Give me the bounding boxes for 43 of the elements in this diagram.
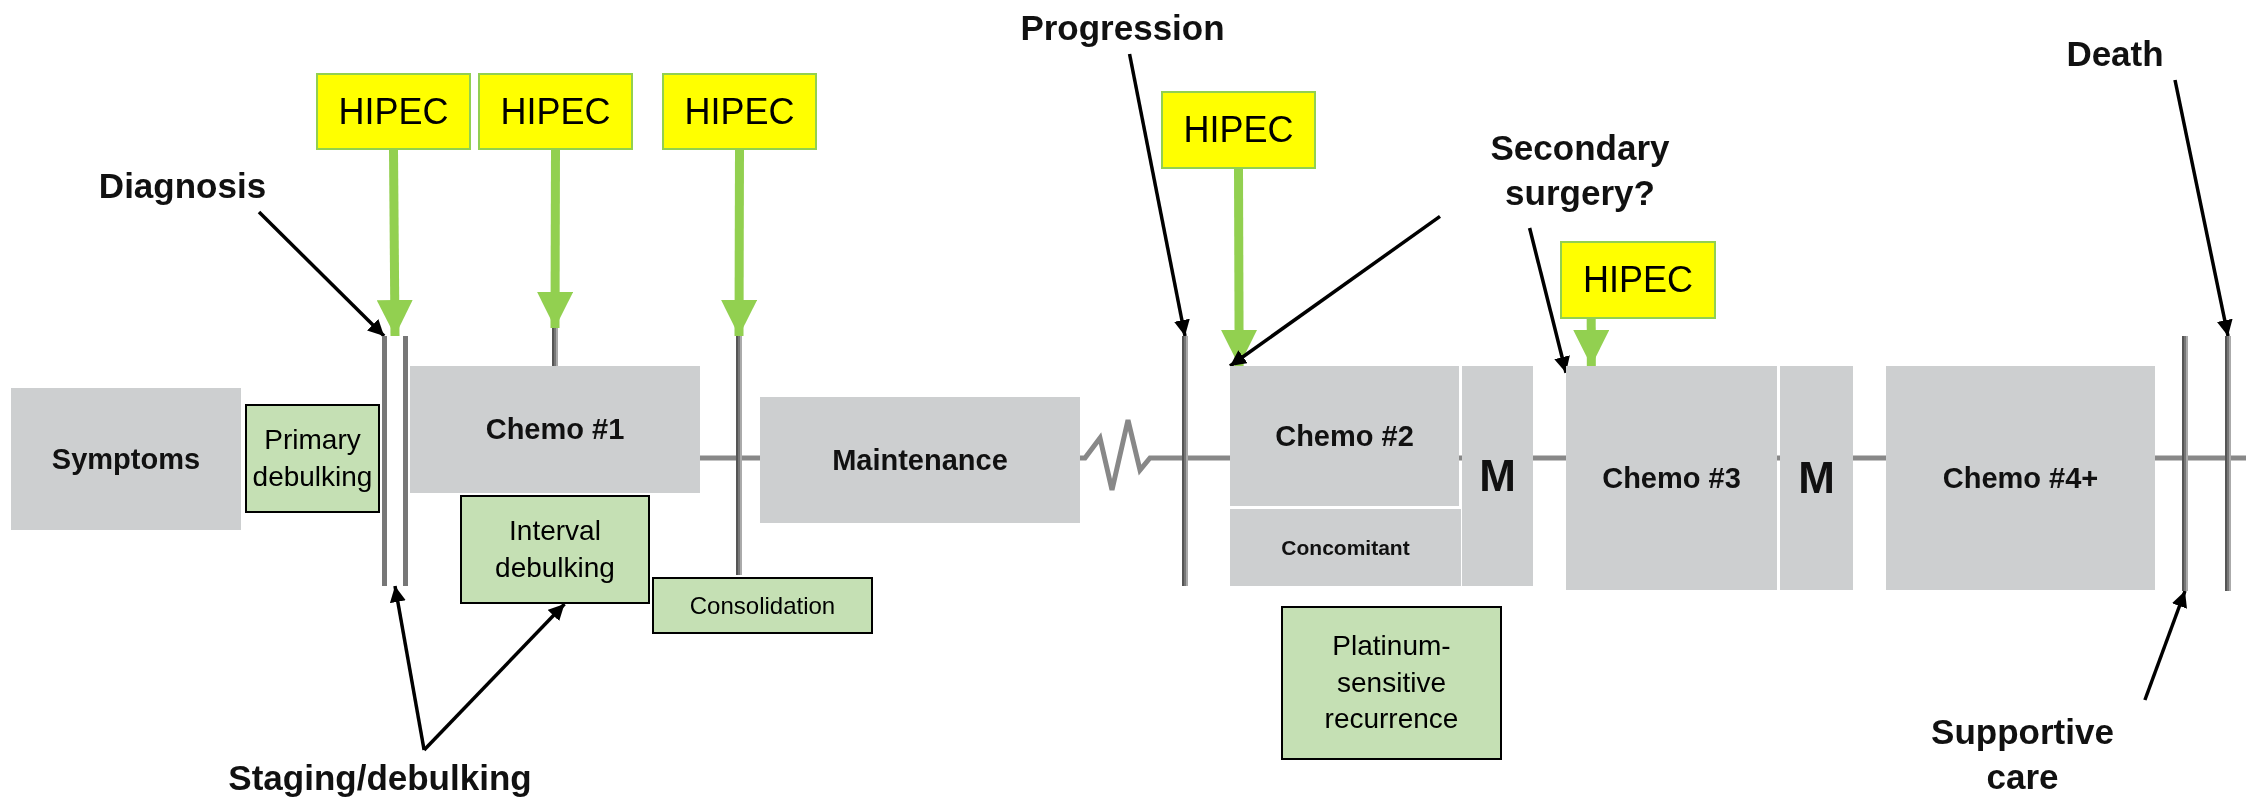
phase-box: Symptoms (11, 388, 241, 530)
procedure-box: HIPEC (1161, 91, 1316, 169)
milestone-label: Staging/debulking (170, 750, 590, 806)
arrow (1221, 169, 1258, 366)
phase-box: Maintenance (760, 397, 1080, 523)
phase-box: Chemo #2 (1230, 366, 1459, 506)
phase-box: M (1462, 366, 1533, 586)
arrow (1229, 214, 1441, 368)
arrow (257, 210, 386, 338)
timeline-bar (2225, 336, 2231, 591)
milestone-label: Progression (1005, 2, 1240, 54)
procedure-box: HIPEC (316, 73, 471, 150)
phase-box: Chemo #1 (410, 366, 700, 493)
milestone-label: Supportive care (1895, 700, 2150, 808)
milestone-label: Diagnosis (70, 160, 295, 212)
phase-box: Chemo #3 (1566, 366, 1777, 590)
arrow (2173, 79, 2233, 337)
timeline-bar (736, 336, 742, 575)
procedure-box: HIPEC (662, 73, 817, 150)
phase-box: Chemo #4+ (1886, 366, 2155, 590)
phase-box: M (1780, 366, 1853, 590)
arrow (376, 149, 413, 337)
timeline-bar (2182, 336, 2188, 591)
phase-box: Concomitant (1230, 509, 1461, 586)
arrow (2143, 590, 2187, 701)
milestone-label: Death (2040, 28, 2190, 80)
procedure-box: HIPEC (478, 73, 633, 150)
arrow (721, 150, 758, 336)
procedure-box: Primary debulking (245, 404, 380, 513)
timeline-tick (552, 328, 558, 366)
procedure-box: Interval debulking (460, 495, 650, 604)
procedure-box: HIPEC (1560, 241, 1716, 319)
arrow (422, 602, 566, 752)
timeline-bar (1182, 336, 1188, 586)
arrow (1127, 53, 1190, 337)
timeline-bar (382, 336, 408, 586)
arrow (1573, 319, 1610, 366)
arrow (389, 585, 426, 751)
procedure-box: Consolidation (652, 577, 873, 634)
procedure-box: Platinum-sensitive recurrence (1281, 606, 1502, 760)
arrow (1527, 227, 1570, 374)
milestone-label: Secondary surgery? (1440, 112, 1720, 228)
arrow (537, 150, 574, 328)
